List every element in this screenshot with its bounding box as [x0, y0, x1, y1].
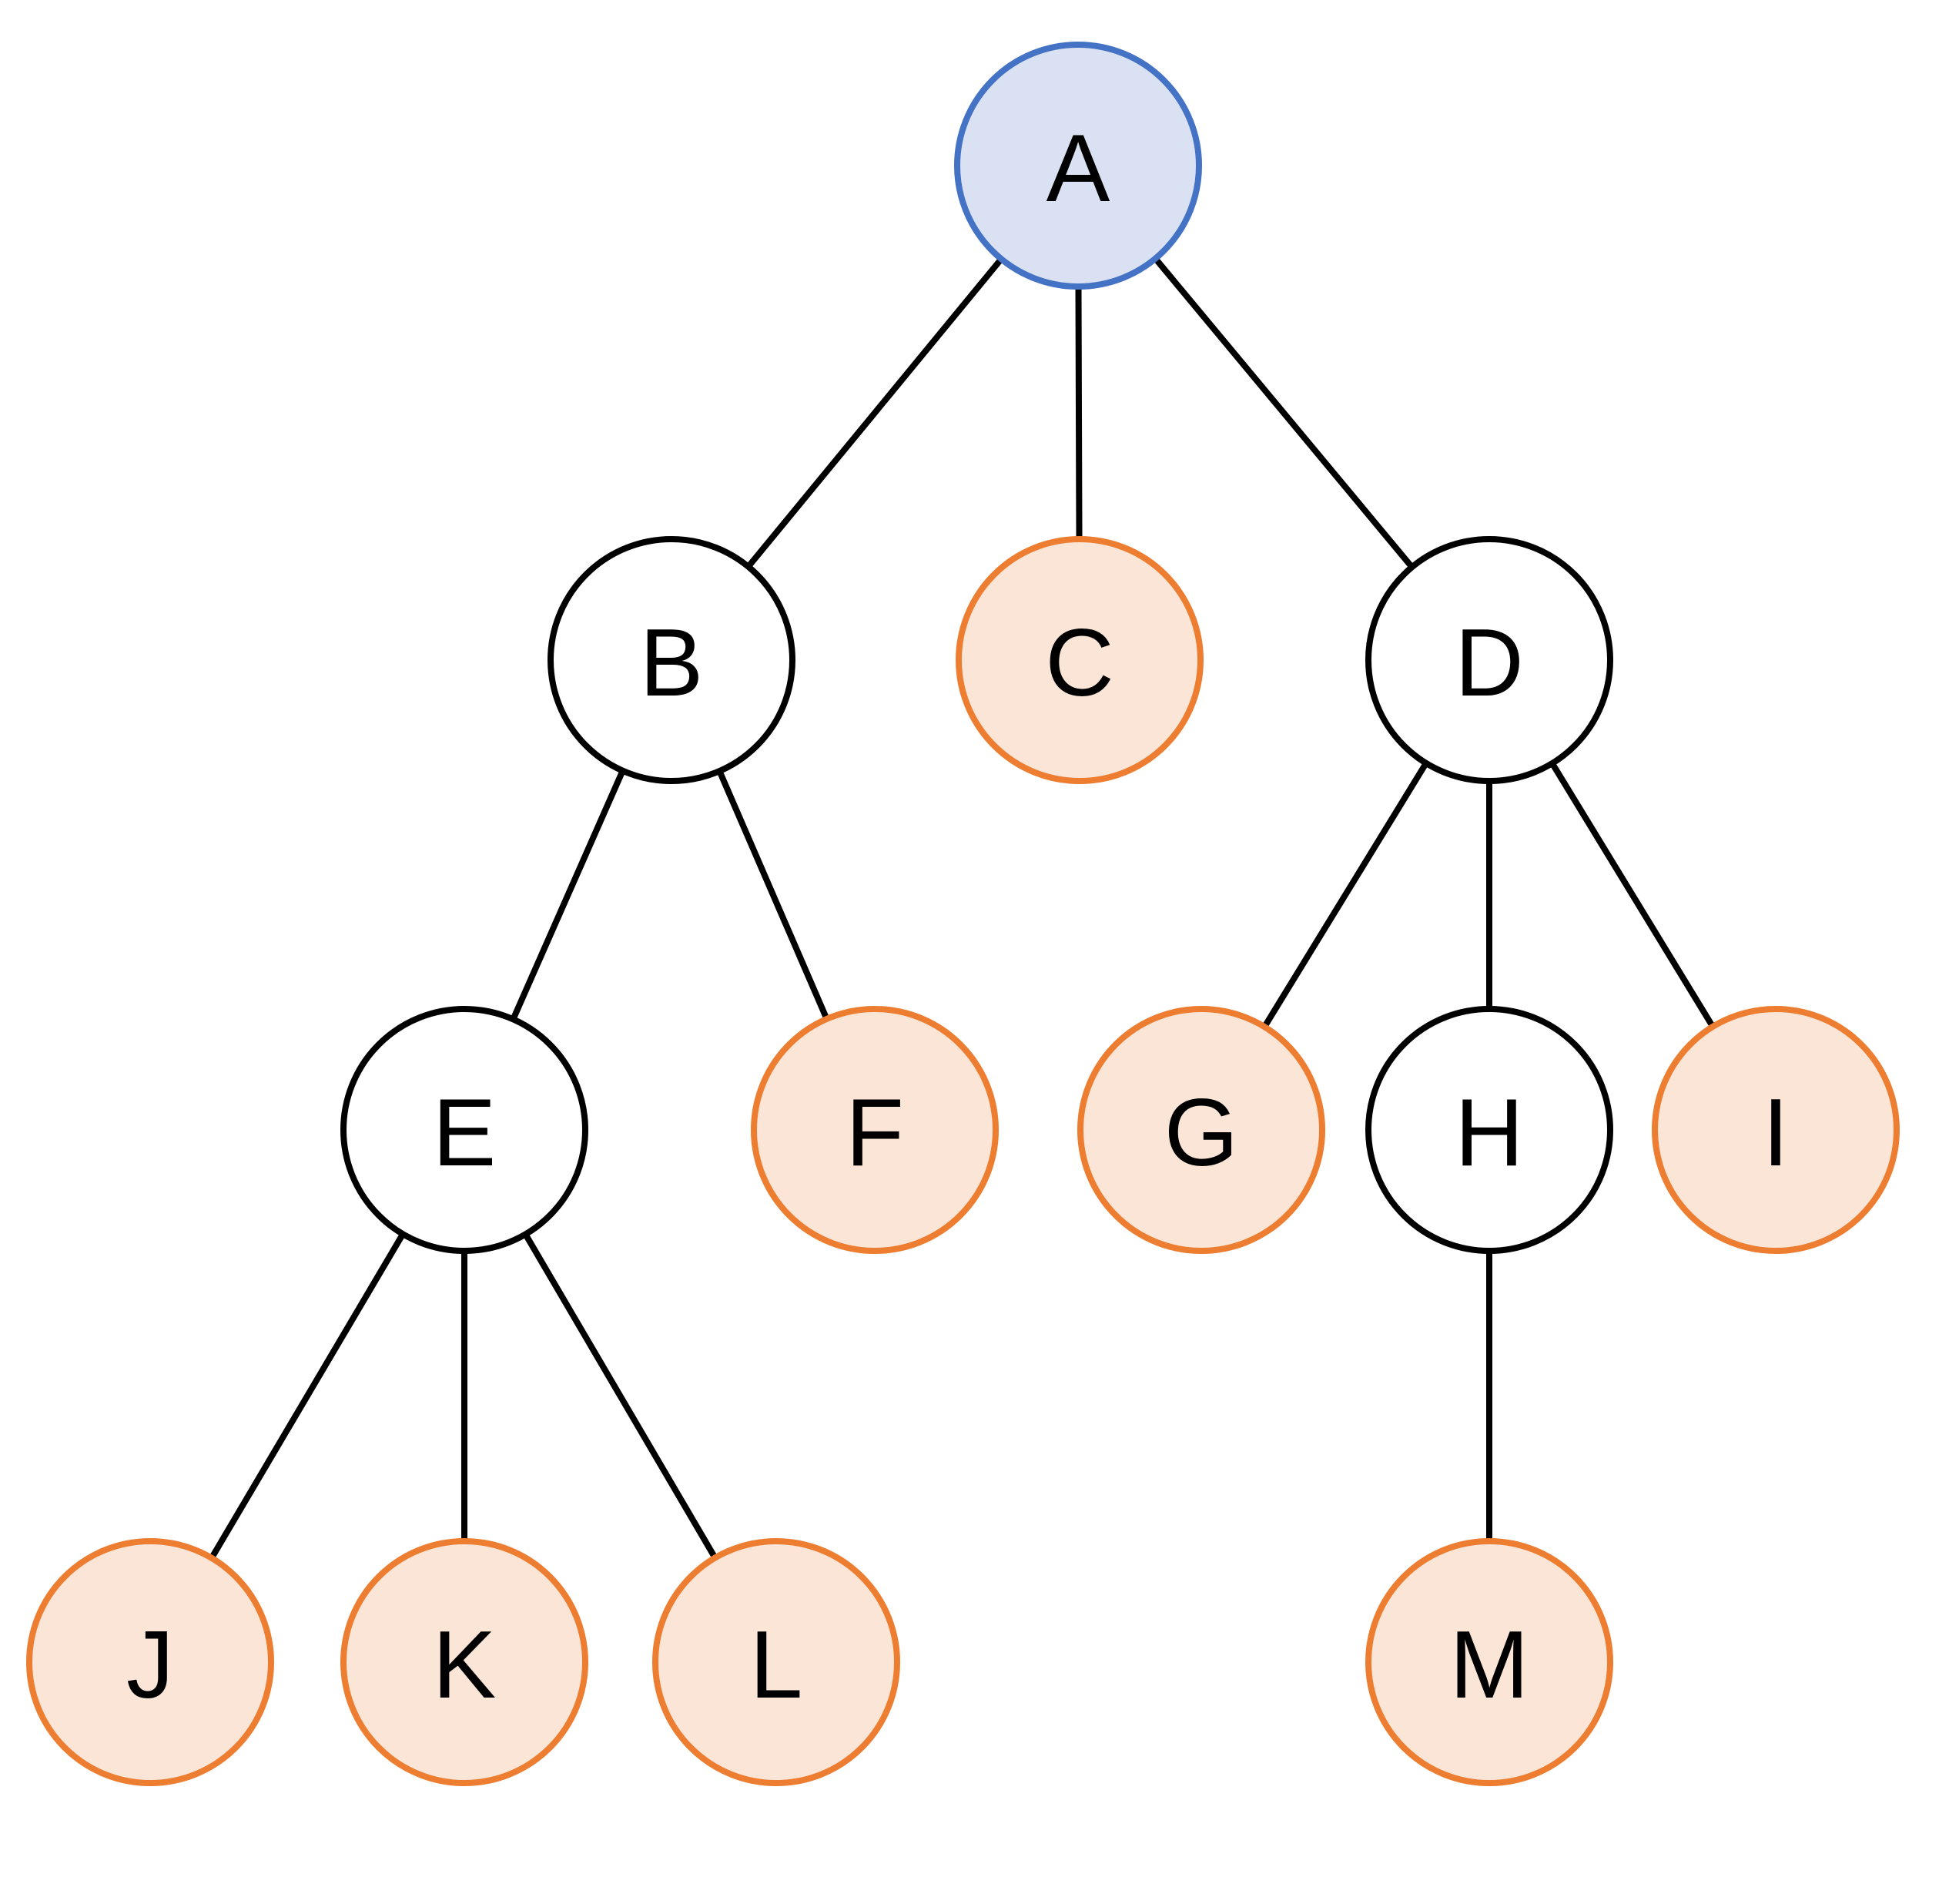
node-m-circle	[1365, 1538, 1613, 1786]
node-i: I	[1652, 1006, 1900, 1254]
node-j-label: J	[126, 1612, 174, 1718]
node-e-label: E	[433, 1080, 497, 1186]
node-m-label: M	[1449, 1612, 1529, 1718]
node-b-label: B	[640, 610, 704, 716]
node-h: H	[1365, 1006, 1613, 1254]
node-f-label: F	[846, 1080, 904, 1186]
edge-d-i	[1549, 760, 1716, 1030]
node-g-circle	[1077, 1006, 1325, 1254]
node-c: C	[956, 536, 1204, 784]
nodes-layer: A B C D E F G H I J K L M	[26, 42, 1900, 1786]
node-h-circle	[1365, 1006, 1613, 1254]
node-g: G	[1077, 1006, 1325, 1254]
edge-d-g	[1261, 759, 1429, 1031]
edge-a-d	[1152, 255, 1415, 571]
node-d-circle	[1365, 536, 1613, 784]
node-i-circle	[1652, 1006, 1900, 1254]
node-h-label: H	[1455, 1080, 1524, 1186]
node-f: F	[751, 1006, 999, 1254]
node-a: A	[954, 42, 1202, 290]
node-c-label: C	[1045, 610, 1114, 716]
node-e-circle	[340, 1006, 588, 1254]
edge-e-l	[522, 1231, 718, 1561]
node-f-circle	[751, 1006, 999, 1254]
node-e: E	[340, 1006, 588, 1254]
node-k: K	[340, 1538, 588, 1786]
node-m: M	[1365, 1538, 1613, 1786]
node-a-circle	[954, 42, 1202, 290]
node-d: D	[1365, 536, 1613, 784]
node-a-label: A	[1046, 116, 1110, 222]
node-l: L	[652, 1538, 900, 1786]
edge-b-f	[716, 768, 830, 1022]
node-b-circle	[548, 536, 795, 784]
edge-e-j	[208, 1231, 407, 1561]
edge-a-b	[745, 256, 1005, 570]
node-g-label: G	[1164, 1080, 1238, 1186]
node-l-label: L	[750, 1612, 803, 1718]
node-d-label: D	[1455, 610, 1524, 716]
edges-layer	[208, 255, 1716, 1561]
node-l-circle	[652, 1538, 900, 1786]
node-b: B	[548, 536, 795, 784]
edge-b-e	[510, 767, 626, 1023]
node-i-label: I	[1763, 1080, 1789, 1186]
node-c-circle	[956, 536, 1204, 784]
node-j: J	[26, 1538, 274, 1786]
node-j-circle	[26, 1538, 274, 1786]
node-k-circle	[340, 1538, 588, 1786]
edge-a-c	[1075, 283, 1083, 543]
node-k-label: K	[433, 1612, 497, 1718]
